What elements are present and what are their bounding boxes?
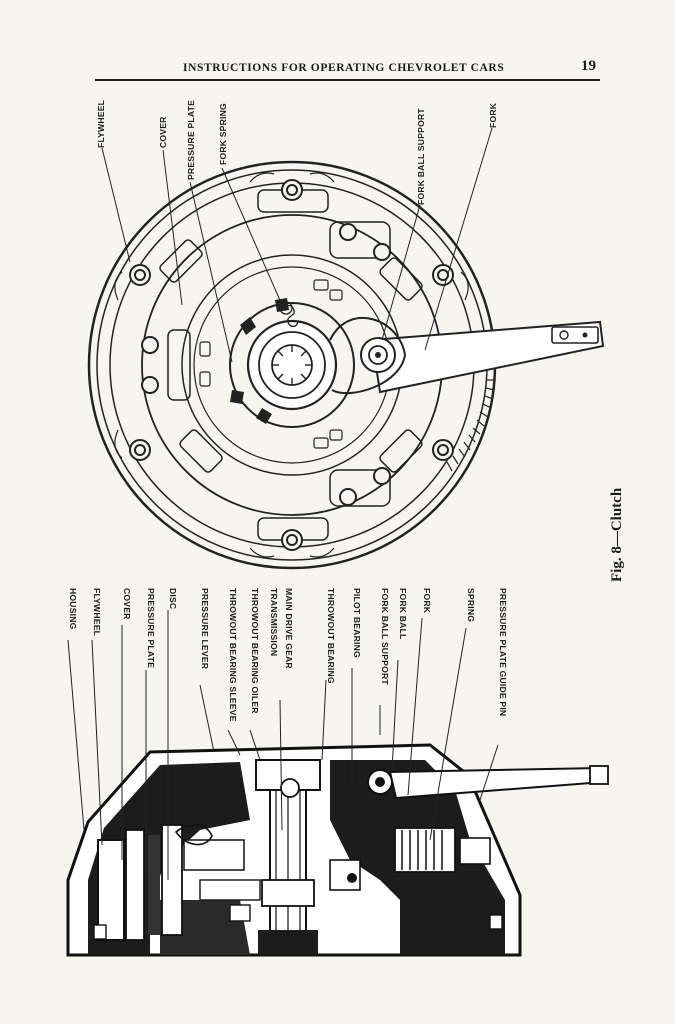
label-transmission: TRANSMISSION [269, 588, 279, 656]
label-cover: COVER [158, 116, 168, 148]
running-head-title: INSTRUCTIONS FOR OPERATING CHEVROLET CAR… [183, 62, 505, 74]
label-fork-ball: FORK BALL [398, 588, 408, 639]
running-header: INSTRUCTIONS FOR OPERATING CHEVROLET CAR… [95, 58, 600, 80]
label-flywheel: FLYWHEEL [96, 100, 106, 148]
clutch-section-view [66, 743, 609, 957]
label-pressure-lever: PRESSURE LEVER [200, 588, 210, 670]
section-view-leaders [67, 610, 499, 880]
label-fork-top: FORK [488, 102, 498, 128]
label-fork-ball-support: FORK BALL SUPPORT [416, 108, 426, 205]
label-flywheel-section: FLYWHEEL [92, 588, 102, 636]
label-pressure-plate-guide-pin: PRESSURE PLATE GUIDE PIN [498, 588, 508, 716]
label-housing: HOUSING [68, 588, 78, 630]
label-cover-section: COVER [122, 588, 132, 620]
label-main-drive-gear: MAIN DRIVE GEAR [284, 588, 294, 669]
label-throwout-bearing-oiler: THROWOUT BEARING OILER [250, 588, 260, 714]
label-fork-section: FORK [422, 588, 432, 614]
section-view-labels: HOUSING FLYWHEEL COVER PRESSURE PLATE DI… [68, 588, 508, 722]
clutch-top-view [87, 160, 605, 570]
label-throwout-bearing: THROWOUT BEARING [326, 588, 336, 684]
label-spring: SPRING [466, 588, 476, 622]
page-number: 19 [581, 58, 596, 74]
top-view-leaders [101, 127, 493, 363]
top-view-labels: FLYWHEEL COVER PRESSURE PLATE FORK SPRIN… [96, 100, 498, 205]
label-throwout-bearing-sleeve: THROWOUT BEARING SLEEVE [228, 588, 238, 722]
label-pressure-plate: PRESSURE PLATE [186, 100, 196, 180]
label-pilot-bearing: PILOT BEARING [352, 588, 362, 658]
label-fork-spring: FORK SPRING [218, 103, 228, 165]
label-fork-ball-support-section: FORK BALL SUPPORT [380, 588, 390, 685]
header-rule [95, 79, 600, 81]
label-disc: DISC [168, 588, 178, 609]
label-pressure-plate-section: PRESSURE PLATE [146, 588, 156, 668]
figure-caption: Fig. 8—Clutch [609, 487, 625, 582]
